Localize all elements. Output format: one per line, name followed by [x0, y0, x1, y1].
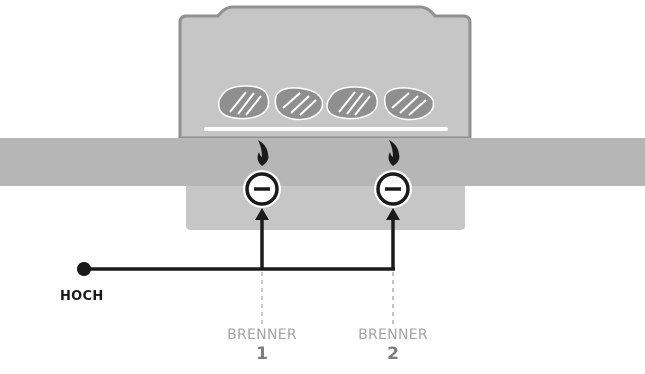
burner-2-label: BRENNER — [358, 327, 428, 343]
knob-icon — [243, 170, 281, 208]
knob-icon — [374, 170, 412, 208]
grill-body — [186, 186, 465, 230]
flame-icon — [388, 140, 400, 166]
setting-label-high: HOCH — [60, 289, 104, 304]
steak-icon — [383, 87, 435, 121]
steak-icon — [218, 85, 270, 120]
burner-2-arrow — [386, 208, 400, 220]
countertop — [0, 138, 645, 186]
burner-1-label: BRENNER — [227, 327, 297, 343]
steaks — [218, 85, 435, 121]
flame-icon — [257, 140, 269, 166]
control-lines — [84, 218, 395, 271]
grill-hood — [178, 5, 472, 140]
steak-icon — [274, 87, 324, 121]
burner-1-arrow — [255, 208, 269, 220]
burner-2-number: 2 — [387, 344, 399, 364]
burner-1-number: 1 — [256, 344, 268, 364]
setting-dot — [77, 262, 91, 276]
steak-icon — [326, 86, 379, 120]
